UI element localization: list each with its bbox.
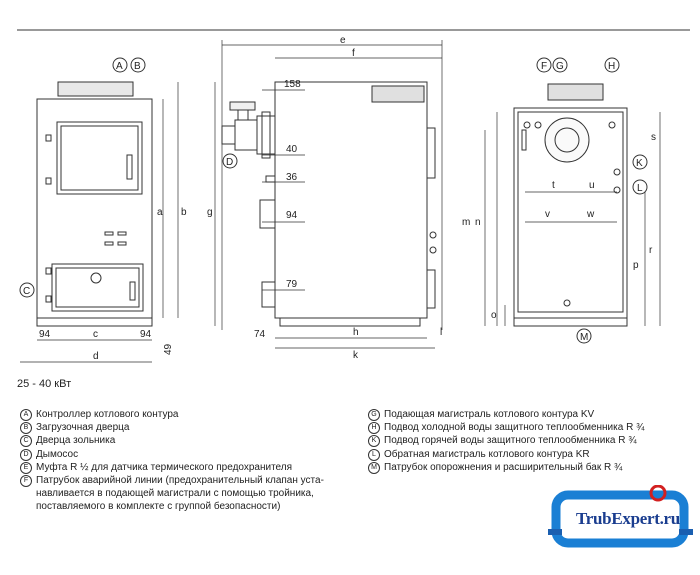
- dim-p: p: [633, 260, 639, 271]
- marker-D: D: [226, 157, 233, 168]
- dim-u: u: [589, 180, 595, 191]
- legend-key: K: [368, 435, 380, 448]
- legend-text: Патрубок аварийной линии (предохранитель…: [36, 475, 324, 513]
- legend-key: G: [368, 409, 380, 421]
- dim-h: h: [353, 327, 359, 338]
- legend-item: L Обратная магистраль котлового контура K…: [368, 448, 688, 461]
- legend-key: H: [368, 422, 380, 435]
- dim-49: 49: [163, 343, 174, 355]
- dim-94-side: 94: [286, 210, 298, 221]
- legend-item: D Дымосос: [20, 448, 360, 461]
- legend-key: F: [20, 475, 32, 488]
- legend-text: Подвод горячей воды защитного теплообмен…: [384, 435, 637, 447]
- dim-k: k: [353, 350, 359, 361]
- power-caption: 25 - 40 кВт: [17, 378, 72, 390]
- trubexpert-logo: [548, 485, 693, 548]
- marker-A: A: [116, 61, 123, 72]
- dim-w: w: [586, 209, 595, 220]
- legend-key: B: [20, 422, 32, 435]
- legend-text: Загрузочная дверца: [36, 422, 130, 434]
- legend-text: Подвод холодной воды защитного теплообме…: [384, 422, 645, 434]
- dim-e: e: [340, 35, 346, 46]
- marker-G: G: [556, 61, 564, 72]
- dim-v: v: [545, 209, 550, 220]
- legend-key: M: [368, 461, 380, 474]
- dim-r: r: [649, 245, 653, 256]
- dim-36: 36: [286, 172, 298, 183]
- dim-a: a: [157, 207, 163, 218]
- marker-L: L: [637, 183, 643, 194]
- legend-item: F Патрубок аварийной линии (предохранител…: [20, 474, 360, 514]
- dim-40: 40: [286, 144, 298, 155]
- dim-c: c: [93, 329, 98, 340]
- legend-key: E: [20, 461, 32, 474]
- legend-key: C: [20, 435, 32, 448]
- legend-text: Подающая магистраль котлового контура KV: [384, 409, 595, 420]
- legend-item: G Подающая магистраль котлового контура K…: [368, 408, 688, 421]
- legend-item: K Подвод горячей воды защитного теплообме…: [368, 434, 688, 448]
- legend-text: Обратная магистраль котлового контура KR: [384, 448, 590, 460]
- legend-item: C Дверца зольника: [20, 434, 360, 448]
- marker-K: K: [636, 158, 643, 169]
- dim-74: 74: [254, 329, 266, 340]
- dim-94-left: 94: [39, 329, 51, 340]
- legend-item: H Подвод холодной воды защитного теплообм…: [368, 421, 688, 435]
- marker-H: H: [608, 61, 615, 72]
- dim-f: f: [352, 48, 355, 59]
- legend-text: Муфта R ½ для датчика термического предо…: [36, 461, 293, 473]
- legend-key: L: [368, 448, 380, 461]
- marker-B: B: [134, 61, 141, 72]
- legend-item: E Муфта R ½ для датчика термического пред…: [20, 461, 360, 474]
- dim-t: t: [552, 180, 555, 191]
- legend-key: A: [20, 409, 32, 421]
- logo-text: TrubExpert.ru: [576, 509, 680, 528]
- dim-o: o: [491, 310, 497, 321]
- marker-C: C: [23, 286, 30, 297]
- legend-key: D: [20, 448, 32, 461]
- rear-view: [513, 83, 628, 327]
- legend-item: B Загрузочная дверца: [20, 421, 360, 435]
- marker-M: M: [580, 332, 588, 343]
- dim-l: l: [440, 327, 442, 338]
- dim-d: d: [93, 351, 99, 362]
- dim-79: 79: [286, 279, 298, 290]
- legend-text: Дымосос: [36, 448, 79, 460]
- dim-m: m: [462, 217, 470, 228]
- dim-s: s: [651, 132, 656, 143]
- legend-text: Дверца зольника: [36, 435, 116, 447]
- front-view: [36, 81, 153, 327]
- dim-94-right: 94: [140, 329, 152, 340]
- legend-text: Патрубок опорожнения и расширительный ба…: [384, 461, 623, 473]
- legend-right: G Подающая магистраль котлового контура K…: [368, 408, 688, 474]
- dim-n: n: [475, 217, 481, 228]
- dim-b: b: [181, 207, 187, 218]
- legend-text: Контроллер котлового контура: [36, 409, 179, 420]
- dim-g: g: [207, 207, 213, 218]
- legend-item: A Контроллер котлового контура: [20, 408, 360, 421]
- side-view: [221, 81, 437, 327]
- legend-item: M Патрубок опорожнения и расширительный б…: [368, 461, 688, 474]
- dim-158: 158: [284, 79, 301, 90]
- technical-drawing: A B C D F G H K L M e f g a b c d h k l …: [17, 29, 690, 363]
- marker-F: F: [541, 61, 547, 72]
